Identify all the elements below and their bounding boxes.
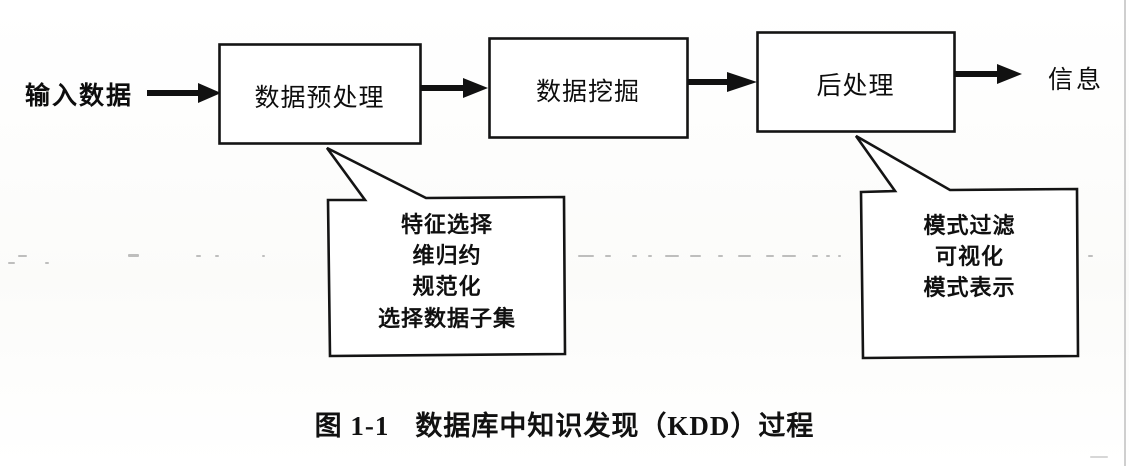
output-label: 信息 — [1047, 66, 1104, 94]
input-label: 输入数据 — [24, 82, 133, 110]
process-box-postprocess — [756, 31, 956, 133]
callout-outline-postprocess-detail — [854, 134, 1080, 360]
callout-line: 模式表示 — [923, 275, 1016, 301]
box-label-preprocess: 数据预处理 — [254, 84, 385, 112]
arrow-postprocess-to-output — [954, 64, 1022, 84]
callout-line: 选择数据子集 — [377, 305, 516, 331]
figure-caption: 图 1-1 数据库中知识发现（KDD）过程 — [0, 404, 1129, 443]
callout-outline-preprocess-detail — [325, 146, 567, 358]
box-label-mining: 数据挖掘 — [535, 78, 640, 106]
callout-line: 可视化 — [934, 244, 1004, 270]
page-edge-line — [1124, 0, 1126, 466]
callout-text-postprocess-detail: 模式过滤 可视化 模式表示 — [862, 210, 1077, 304]
figure-caption-title: 数据库中知识发现（KDD）过程 — [415, 411, 815, 441]
arrow-input-to-preprocess — [147, 83, 221, 103]
callout-line: 维归约 — [412, 243, 482, 269]
process-box-mining — [488, 37, 689, 139]
process-box-preprocess — [218, 43, 422, 145]
callout-line: 规范化 — [412, 274, 482, 300]
callout-line: 模式过滤 — [923, 213, 1016, 238]
callout-text-preprocess-detail: 特征选择 维归约 规范化 选择数据子集 — [330, 209, 564, 334]
box-label-postprocess: 后处理 — [816, 72, 895, 100]
arrow-preprocess-to-mining — [420, 78, 488, 98]
callout-line: 特征选择 — [400, 212, 493, 237]
figure-caption-number: 图 1-1 — [314, 411, 390, 441]
arrow-mining-to-postprocess — [688, 72, 757, 92]
